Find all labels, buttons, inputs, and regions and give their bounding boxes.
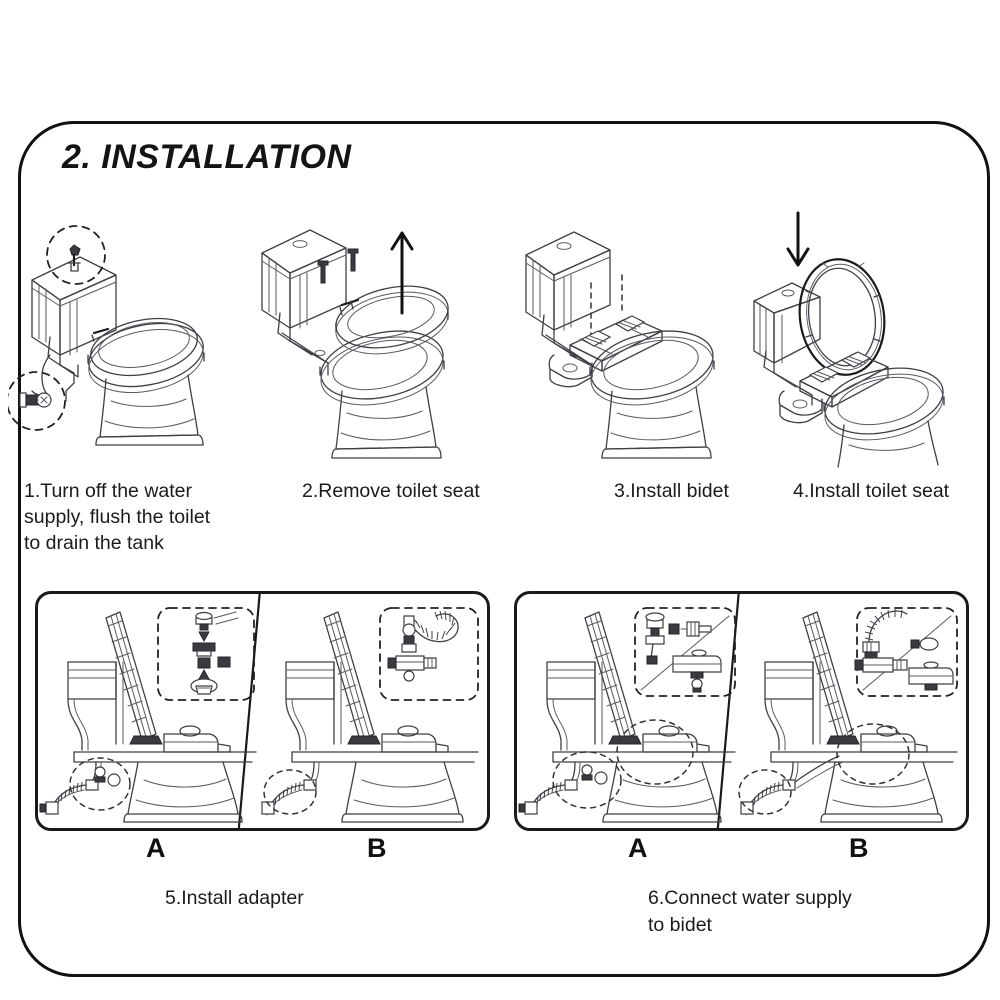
bidet-nozzle-housing — [778, 390, 823, 424]
page-title: 2. INSTALLATION — [62, 138, 352, 176]
connection-callout-a1 — [552, 751, 622, 809]
adapter-location-callout — [69, 757, 131, 811]
raised-seat-lid-b — [323, 611, 375, 741]
callout-box-5a — [157, 607, 255, 701]
step-3-caption: 3.Install bidet — [614, 480, 729, 502]
callout-box-5b — [379, 607, 479, 701]
valve-adapter-detail-6a — [645, 612, 722, 693]
braided-supply-hose-b — [261, 761, 320, 816]
step-2-illustration-group — [250, 205, 490, 470]
step-5-caption: 5.Install adapter — [165, 887, 304, 909]
step-1-caption: 1.Turn off the water supply, flush the t… — [24, 480, 211, 554]
down-arrow-icon — [786, 211, 810, 267]
panel-6a-artwork — [518, 607, 736, 823]
panel-label-5a: A — [146, 833, 166, 863]
step-4-artwork — [752, 205, 992, 470]
step-6-caption: 6.Connect water supply to bidet — [648, 887, 852, 936]
bidet-unit-6a — [642, 725, 710, 753]
braided-hose-detail — [387, 610, 459, 682]
step-6-panel-box — [514, 591, 969, 831]
outer-frame-border — [18, 121, 990, 977]
up-arrow-icon — [390, 231, 414, 315]
flush-handle-callout-circle — [46, 225, 106, 285]
panel-6b-artwork — [738, 607, 958, 823]
shutoff-valve-callout-circle — [8, 371, 66, 431]
connection-callout-b1 — [738, 769, 792, 815]
adapter-parts-inline — [94, 766, 121, 787]
step-1-artwork — [8, 205, 248, 470]
shutoff-valve-detail — [19, 392, 52, 408]
panel-5a-artwork — [39, 607, 257, 823]
connection-callout-a2 — [616, 719, 694, 785]
step-2-artwork — [250, 205, 490, 470]
bidet-unit-b — [381, 725, 449, 753]
callout-leader-line-6b — [862, 615, 952, 691]
seat-bolts — [317, 248, 359, 284]
step-5-panel-group — [35, 591, 490, 831]
callout-box-6a — [634, 607, 736, 697]
hose-location-callout-b — [263, 769, 317, 815]
step-3-artwork — [512, 205, 752, 470]
panel-5b-artwork — [261, 607, 479, 823]
step-6-panel-group — [514, 591, 969, 831]
installed-bidet-plate — [799, 351, 889, 408]
callout-leader-line-6a — [640, 615, 730, 691]
callout-box-6b — [856, 607, 958, 697]
bidet-unit — [163, 725, 231, 753]
flush-handle-detail — [67, 244, 81, 272]
panel-label-6a: A — [628, 833, 648, 863]
raised-seat-lid-6b — [802, 611, 854, 741]
bidet-nozzle-housing — [548, 354, 593, 388]
hose-connection-detail-6b — [854, 609, 954, 691]
panel-label-6b: B — [849, 833, 869, 863]
step-4-illustration-group — [752, 205, 992, 470]
step-5-panel-box — [35, 591, 490, 831]
removed-toilet-seat — [335, 285, 449, 355]
raised-seat-lid — [105, 611, 157, 741]
raised-toilet-seat-ring — [798, 258, 886, 376]
connected-braided-hose-6b — [740, 755, 844, 816]
exploded-adapter-assembly — [190, 611, 239, 695]
step-1-illustration-group — [8, 205, 248, 470]
connected-supply-hose-6a — [518, 761, 581, 815]
step-2-caption: 2.Remove toilet seat — [302, 480, 480, 502]
step-3-illustration-group — [512, 205, 752, 470]
raised-seat-lid-6a — [584, 611, 636, 741]
adapter-parts-inline-6a — [581, 764, 608, 785]
connection-callout-b2 — [836, 723, 910, 785]
panel-divider — [237, 594, 261, 828]
step-4-caption: 4.Install toilet seat — [793, 480, 950, 502]
bidet-unit-6b — [860, 725, 928, 753]
panel-label-5b: B — [367, 833, 387, 863]
